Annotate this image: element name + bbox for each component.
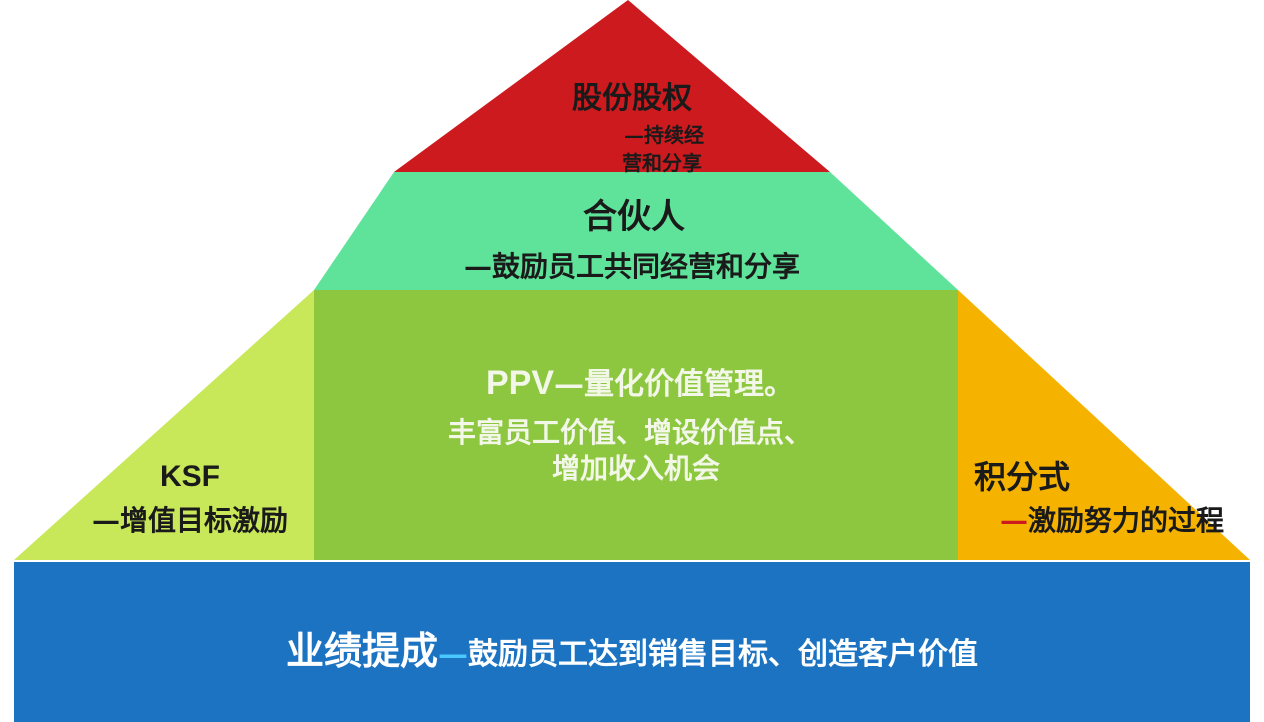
points-subtitle: —激励努力的过程 — [1000, 504, 1224, 537]
base-subtitle: 鼓励员工达到销售目标、创造客户价值 — [468, 637, 978, 672]
points-layer-shape — [958, 290, 1250, 560]
ksf-subtitle: —增值目标激励 — [92, 504, 288, 537]
ppv-line3: 增加收入机会 — [552, 452, 720, 485]
partner-layer-shape — [314, 172, 958, 290]
equity-layer-shape — [394, 0, 830, 172]
equity-subtitle-line1: —持续经 — [624, 123, 704, 147]
equity-title: 股份股权 — [572, 81, 692, 116]
base-layer-shape — [14, 562, 1250, 722]
partner-subtitle: —鼓励员工共同经营和分享 — [464, 250, 800, 283]
points-subtitle-text: 激励努力的过程 — [1028, 504, 1224, 537]
equity-subtitle-line2: 营和分享 — [622, 151, 702, 175]
ppv-title-acronym: PPV — [486, 364, 554, 402]
base-title: 业绩提成 — [286, 628, 438, 673]
ppv-line2: 丰富员工价值、增设价值点、 — [448, 416, 812, 449]
ksf-title: KSF — [160, 460, 220, 493]
base-dash: — — [438, 637, 468, 672]
partner-title: 合伙人 — [583, 197, 685, 237]
points-title: 积分式 — [974, 458, 1070, 496]
ppv-layer-shape — [314, 290, 958, 560]
ppv-title-suffix: —量化价值管理。 — [554, 367, 794, 402]
points-dash: — — [1000, 504, 1028, 537]
ksf-layer-shape — [14, 290, 314, 560]
ppv-title: PPV—量化价值管理。 — [486, 364, 794, 402]
base-line: 业绩提成—鼓励员工达到销售目标、创造客户价值 — [286, 628, 978, 673]
